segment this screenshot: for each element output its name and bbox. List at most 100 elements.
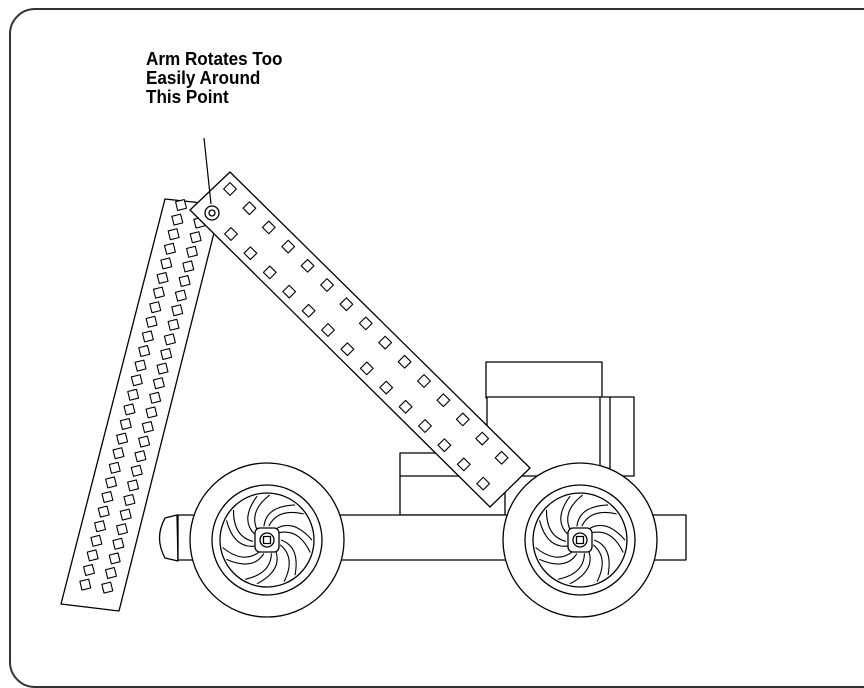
diagonal-arm (189, 171, 531, 508)
arm-hole (300, 258, 315, 273)
arm-hole (340, 342, 355, 357)
beam-hole (130, 464, 143, 477)
wheel-spoke (232, 509, 254, 542)
right-wheel (502, 462, 658, 618)
arm-hole (243, 246, 258, 261)
beam-hole (152, 286, 165, 299)
beam-hole (86, 549, 99, 562)
arm-hole (455, 412, 470, 427)
beam-hole (160, 347, 173, 361)
arm-hole (359, 361, 374, 376)
wheel-spoke (256, 550, 278, 585)
beam-hole (171, 304, 184, 317)
arm-hole (261, 220, 276, 235)
beam-hole (178, 274, 191, 288)
wheel-spoke (268, 511, 304, 527)
beam-hole (119, 417, 132, 431)
beam-hole (174, 289, 187, 302)
beam-hole (130, 374, 143, 387)
wheel-spoke (576, 504, 609, 527)
wheel-spoke (593, 539, 610, 576)
left-wheel (189, 462, 345, 618)
wheel-spoke (279, 544, 290, 582)
arm-hole (476, 476, 491, 491)
arm-hole (379, 380, 394, 395)
wheel-spoke (569, 550, 591, 585)
beam-hole (138, 344, 151, 358)
beam-hole (167, 228, 180, 241)
wheel-spoke (245, 553, 272, 580)
wheel-spoke (567, 494, 583, 531)
arm-hole (397, 354, 412, 369)
beam-hole (82, 563, 96, 577)
beam-hole (97, 505, 110, 518)
leader-line (203, 137, 212, 205)
wheel-spoke (581, 511, 617, 527)
beam-hole (104, 566, 118, 580)
wheel-spoke (222, 547, 260, 558)
arm-hole (224, 227, 238, 241)
beam-hole (152, 377, 165, 390)
arm-hole (456, 457, 471, 472)
callout-line-3: This Point (146, 87, 229, 107)
beam-hole (94, 520, 107, 533)
beam-hole (112, 447, 125, 460)
wheel-spoke (535, 547, 573, 558)
beam-hole (123, 403, 136, 416)
beam-hole (163, 333, 176, 346)
arm-hole (475, 431, 490, 446)
beam-hole (134, 359, 147, 372)
arm-hole (378, 335, 393, 350)
beam-hole (174, 198, 188, 212)
robot-arm-drawing (60, 137, 687, 618)
beam-hole (185, 245, 198, 258)
arm-hole (223, 182, 237, 196)
wheel-spoke (263, 504, 296, 527)
arm-hole (436, 393, 451, 408)
beam-hole (101, 581, 114, 594)
beam-hole (116, 432, 129, 445)
wheel-spoke (247, 495, 258, 535)
beam-hole (163, 242, 176, 255)
beam-hole (141, 330, 154, 343)
arm-hole (398, 399, 413, 414)
arm-hole (437, 438, 452, 453)
wheel-spoke (226, 553, 265, 565)
wheel-spoke (278, 531, 311, 553)
wheel-spoke (254, 494, 270, 531)
arm-hole (418, 419, 432, 433)
wheel-spoke (591, 531, 624, 553)
wheel-spoke (538, 520, 568, 547)
pivot-point (204, 205, 220, 221)
arm-hole (242, 201, 257, 216)
wheel-spoke (280, 539, 297, 576)
arm-hole (321, 323, 335, 337)
wheel-spoke (545, 509, 567, 542)
beam-hole (156, 362, 169, 375)
beam-hole (149, 391, 162, 404)
beam-hole (182, 260, 195, 273)
callout-line-1: Arm Rotates Too (146, 49, 283, 69)
beam-hole (119, 508, 132, 521)
beam-hole (134, 450, 147, 463)
wheel-spoke (560, 495, 571, 535)
wheel-spoke (225, 520, 255, 547)
wheel-spoke (539, 553, 578, 565)
arm-hole (339, 297, 354, 312)
beam-hole (160, 257, 173, 270)
beam-hole (189, 231, 202, 244)
beam-hole (171, 213, 184, 226)
arm-hole (358, 316, 373, 331)
beam-hole (127, 479, 140, 492)
beam-hole (145, 406, 158, 419)
beam-hole (156, 271, 169, 285)
beam-hole (141, 420, 154, 434)
beam-hole (90, 534, 103, 547)
beam-hole (149, 301, 162, 314)
arm-hole (320, 278, 334, 292)
beam-hole (105, 476, 118, 489)
beam-hole (145, 315, 158, 328)
callout-text: Arm Rotates Too Easily Around This Point (146, 50, 283, 107)
beam-hole (108, 552, 121, 565)
wheel-spoke (588, 524, 626, 541)
